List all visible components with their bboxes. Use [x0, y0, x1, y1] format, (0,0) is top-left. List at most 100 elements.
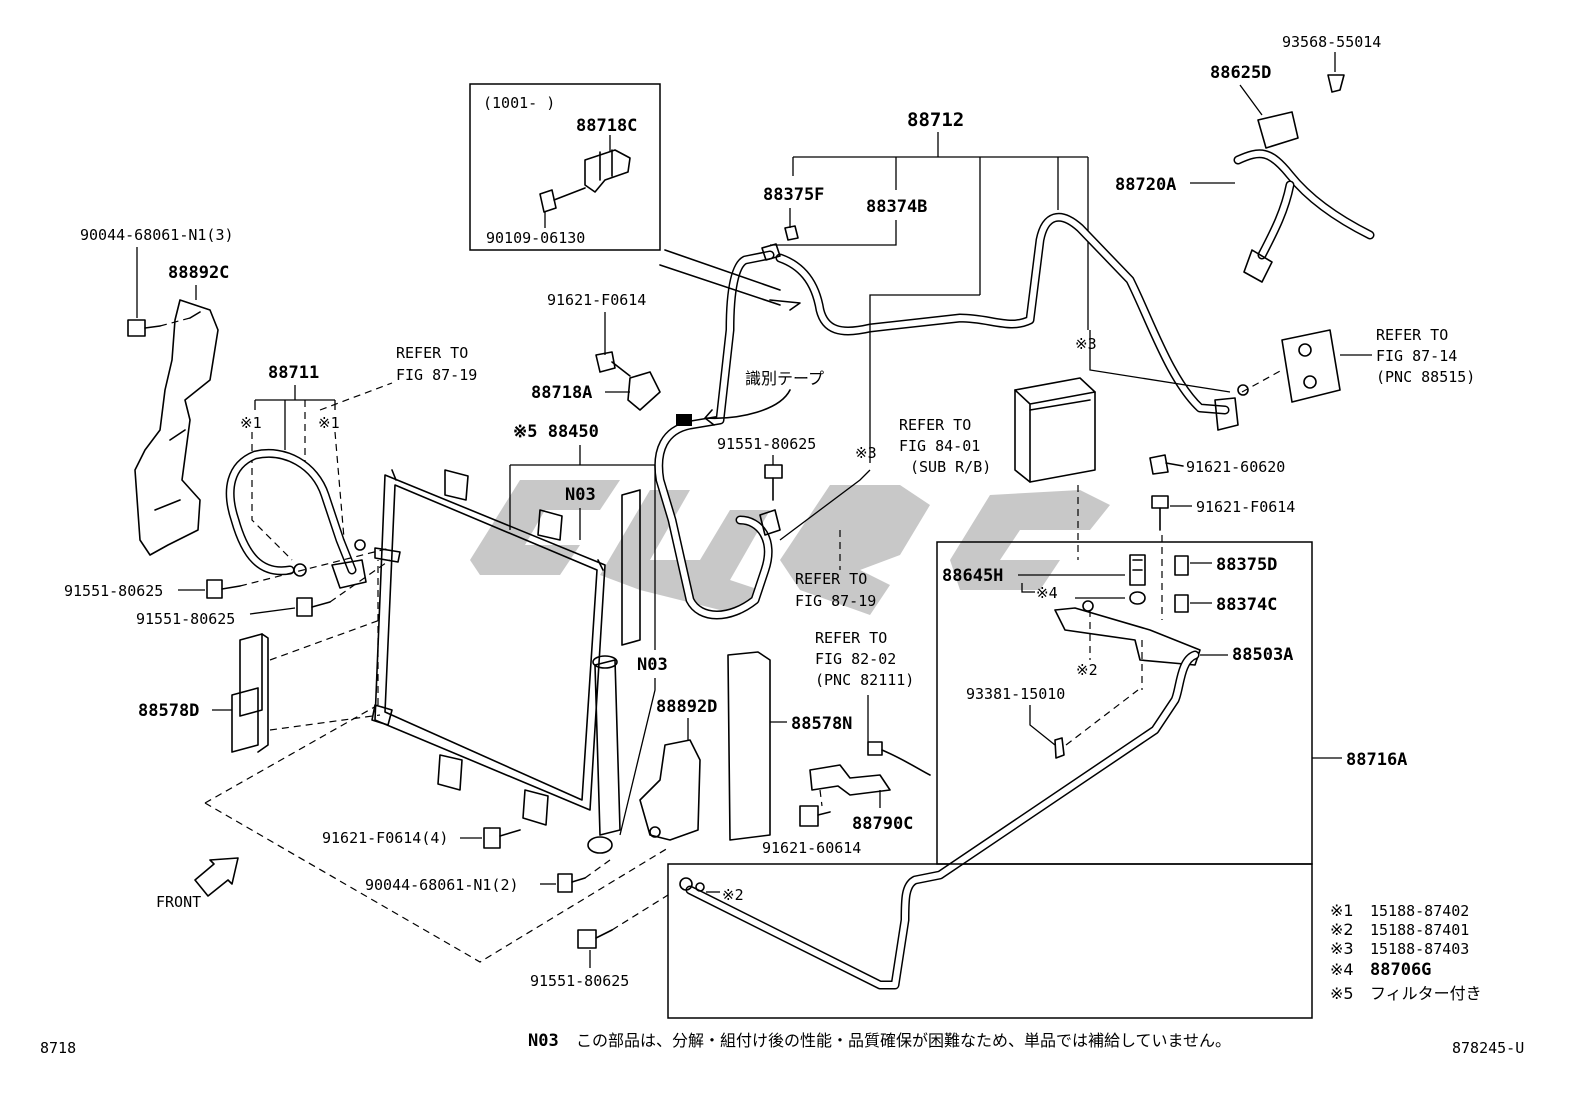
- label-88645H: 88645H: [942, 566, 1003, 586]
- bolt-91621-F0614-4: [483, 827, 521, 849]
- label-id-tape: 識別テープ: [745, 369, 824, 388]
- bracket-88503A: [1054, 600, 1201, 666]
- mark-x4: ※4: [1036, 584, 1058, 602]
- pipe-88712: [654, 212, 1249, 620]
- refer-87-14-line3: (PNC 88515): [1376, 368, 1475, 386]
- bolt-91621-F0614-right: [1151, 495, 1169, 531]
- liquid-pipe-group-box: [936, 541, 1313, 865]
- pressure-switch-88645H: [1129, 554, 1146, 605]
- bolt-91551-left2: [296, 597, 331, 617]
- refer-82-02-line1: REFER TO: [815, 629, 887, 647]
- bolt-91621-60620: [1149, 454, 1184, 475]
- label-x5-88450: ※5 88450: [513, 422, 599, 442]
- note-text: この部品は、分解・組付け後の性能・品質確保が困難なため、単品では補給していません…: [576, 1031, 1231, 1050]
- label-91551-80625-left1: 91551-80625: [64, 582, 163, 600]
- label-N03-b: N03: [637, 655, 668, 675]
- label-N03-a: N03: [565, 485, 596, 505]
- label-88718C: 88718C: [576, 116, 637, 136]
- refer-82-02-line2: FIG 82-02: [815, 650, 896, 668]
- label-88375D: 88375D: [1216, 555, 1277, 575]
- label-91621-F0614-4: 91621-F0614(4): [322, 829, 448, 847]
- mark-x3-mid: ※3: [855, 444, 877, 462]
- front-arrow-icon: [194, 857, 239, 897]
- label-93381-15010: 93381-15010: [966, 685, 1065, 703]
- mark-x1-right: ※1: [318, 414, 340, 432]
- label-88503A: 88503A: [1232, 645, 1293, 665]
- label-91621-60620: 91621-60620: [1186, 458, 1285, 476]
- refer-82-02-line3: (PNC 82111): [815, 671, 914, 689]
- mark-x3-right: ※3: [1075, 335, 1097, 353]
- label-91621-60614: 91621-60614: [762, 839, 861, 857]
- seal-88578N: [727, 651, 771, 841]
- label-88578D: 88578D: [138, 701, 199, 721]
- label-front: FRONT: [156, 893, 201, 911]
- legend-mark-1: ※1: [1330, 901, 1354, 920]
- diagram-id: 8718: [40, 1039, 76, 1057]
- mark-x1-left: ※1: [240, 414, 262, 432]
- legend-mark-3: ※3: [1330, 939, 1354, 958]
- mark-x2-bottom: ※2: [722, 886, 744, 904]
- refer-84-01-line1: REFER TO: [899, 416, 971, 434]
- label-88375F: 88375F: [763, 185, 824, 205]
- label-91551-80625-left2: 91551-80625: [136, 610, 235, 628]
- pipe-88716A: [679, 650, 1200, 990]
- refer-87-19a-line1: REFER TO: [396, 344, 468, 362]
- label-91551-80625-mid: 91551-80625: [717, 435, 816, 453]
- relay-block: [1014, 377, 1096, 483]
- legend-mark-5: ※5: [1330, 984, 1354, 1003]
- label-88720A: 88720A: [1115, 175, 1176, 195]
- sensor-88790C: [809, 741, 931, 796]
- bolt-90044-3: [127, 319, 161, 337]
- label-88892D: 88892D: [656, 697, 717, 717]
- refer-87-19b-line2: FIG 87-19: [795, 592, 876, 610]
- label-90044-68061-N1-3: 90044-68061-N1(3): [80, 226, 234, 244]
- bolt-91551-left1: [206, 579, 241, 599]
- shroud-88892C: [134, 299, 219, 556]
- note-code: N03: [528, 1031, 559, 1051]
- watermark-logo: [470, 480, 1110, 615]
- seal-88578D: [231, 633, 269, 753]
- hose-88711: [225, 449, 367, 589]
- bolt-90109-06130: [539, 187, 586, 213]
- refer-87-19a-line2: FIG 87-19: [396, 366, 477, 384]
- id-tape-band: [676, 414, 692, 426]
- legend-value-3: 15188-87403: [1370, 940, 1469, 958]
- bolt-90044-2: [557, 873, 586, 893]
- shroud-88892D: [639, 739, 701, 841]
- receiver-tank: [587, 655, 621, 854]
- bolt-91551-bottom: [577, 929, 613, 949]
- refer-87-14-line1: REFER TO: [1376, 326, 1448, 344]
- refer-84-01-line2: FIG 84-01: [899, 437, 980, 455]
- bottom-box: [667, 863, 1313, 1019]
- inset-box: [469, 83, 661, 251]
- refer-87-19b-line1: REFER TO: [795, 570, 867, 588]
- refer-87-14-line2: FIG 87-14: [1376, 347, 1457, 365]
- label-88625D: 88625D: [1210, 63, 1271, 83]
- legend-value-1: 15188-87402: [1370, 902, 1469, 920]
- label-88716A: 88716A: [1346, 750, 1407, 770]
- inset-range: (1001- ): [483, 94, 555, 112]
- hose-88720A: [1233, 74, 1375, 283]
- legend-value-4: 88706G: [1370, 960, 1431, 980]
- bolt-91551-80625-mid: [764, 464, 783, 501]
- label-88790C: 88790C: [852, 814, 913, 834]
- label-91551-80625-bottom: 91551-80625: [530, 972, 629, 990]
- clamp-88718A: [627, 371, 661, 411]
- label-88892C: 88892C: [168, 263, 229, 283]
- clip-88718C: [584, 149, 631, 193]
- legend-value-5: フィルター付き: [1370, 984, 1482, 1003]
- label-88578N: 88578N: [791, 714, 852, 734]
- bolt-91621-60614: [799, 805, 831, 827]
- bolt-91621-F0614-top: [595, 351, 631, 377]
- condenser-88450: [371, 469, 606, 826]
- legend-value-2: 15188-87401: [1370, 921, 1469, 939]
- legend-mark-2: ※2: [1330, 920, 1354, 939]
- label-88374C: 88374C: [1216, 595, 1277, 615]
- label-88374B: 88374B: [866, 197, 927, 217]
- label-91621-F0614-right: 91621-F0614: [1196, 498, 1295, 516]
- seal-N03: [621, 489, 641, 646]
- legend-mark-4: ※4: [1330, 960, 1354, 979]
- mark-x2-right: ※2: [1076, 661, 1098, 679]
